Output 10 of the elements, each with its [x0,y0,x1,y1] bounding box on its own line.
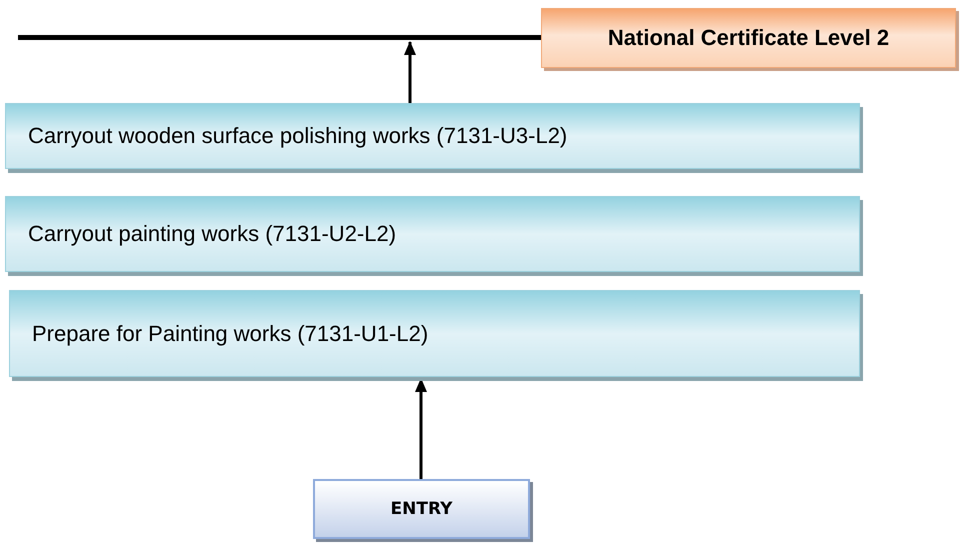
box-label: National Certificate Level 2 [608,25,890,51]
certificate-box [541,8,956,68]
arrow [404,41,416,103]
box-label: ENTRY [390,499,452,519]
horizontal-bar [18,35,541,40]
entry-box [313,479,530,539]
box-label: Carryout painting works (7131-U2-L2) [28,221,396,247]
arrow [415,378,427,479]
box-label: Carryout wooden surface polishing works (7131-U3-L2) [28,123,568,149]
box-label: Prepare for Painting works (7131-U1-L2) [32,320,428,346]
